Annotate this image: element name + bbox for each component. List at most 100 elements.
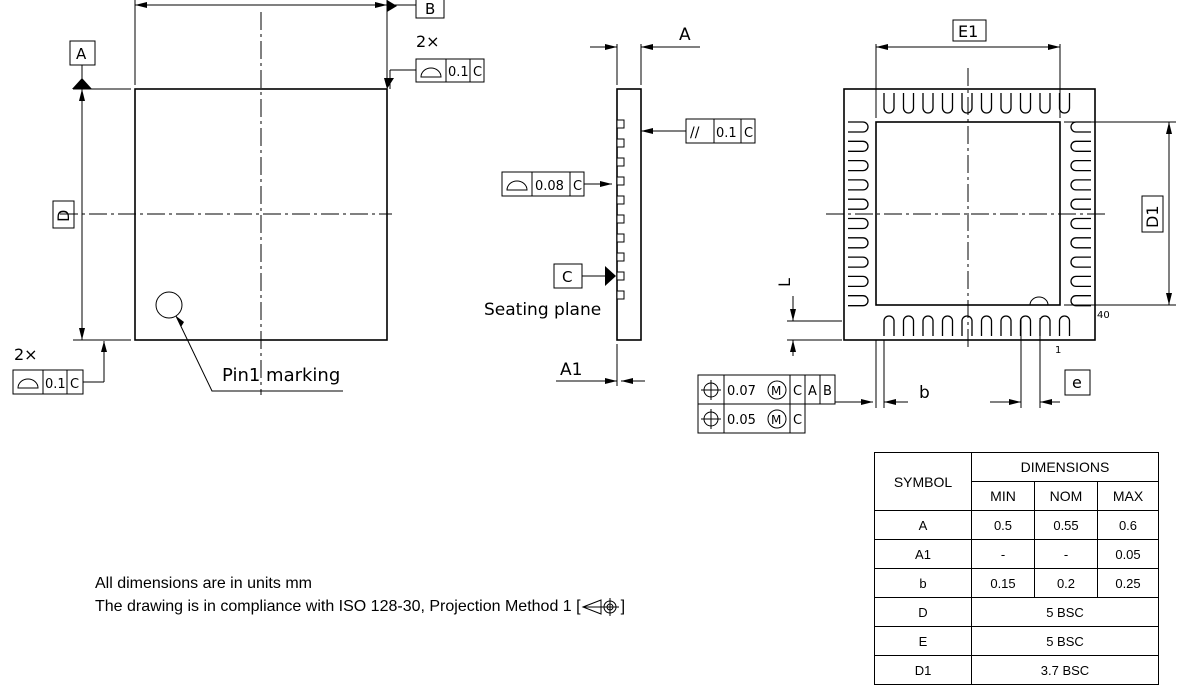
table-row: E 5 BSC [874,626,1159,656]
datum-c-label: C [562,268,572,286]
side-view: A A1 // 0.1 C 0.08 C [484,25,873,434]
table-cell-symbol: A [874,510,972,540]
side-pad [616,195,625,205]
svg-text:C: C [744,126,753,141]
bottom-pad-left [848,295,869,307]
seating-plane-label: Seating plane [484,300,601,320]
svg-text:0.1: 0.1 [716,126,737,141]
bottom-pad-left [848,275,869,288]
dim-a-label: A [679,25,691,45]
side-pad [616,290,625,300]
top-view: Pin1 marking B D A 2× 0.1 [12,0,485,395]
fcf-position-1: 0.07 M C A B [697,374,836,405]
datum-b-label: B [425,0,435,18]
note-iso: The drawing is in compliance with ISO 12… [95,598,625,616]
bottom-pad-top [961,93,973,114]
table-row: D 5 BSC [874,597,1159,627]
bottom-pad-top [902,93,915,114]
fcf-coplanarity: 0.08 C [501,171,585,197]
table-cell-symbol: A1 [874,539,972,569]
table-cell: 0.15 [971,568,1035,598]
svg-text:C: C [473,65,482,80]
bottom-pad-top [1039,93,1051,114]
side-pads [616,119,625,300]
dim-a1-label: A1 [560,360,582,380]
table-cell-symbol: D [874,597,972,627]
table-header-symbol: SYMBOL [874,452,972,511]
table-header-dimensions: DIMENSIONS [971,452,1159,482]
package-body-bottom [843,88,1096,341]
count-2x-top: 2× [416,32,440,51]
pin1-marking-label: Pin1 marking [222,365,340,386]
fcf-position-2: 0.05 M C [697,403,806,434]
bottom-pad-left [848,179,869,191]
table-subheader: MIN [971,481,1035,511]
pin-1-label: 1 [1055,345,1061,356]
table-cell: 0.2 [1034,568,1098,598]
fcf-parallelism: // 0.1 C [685,118,756,144]
bottom-pad-top [1000,93,1012,114]
bottom-pad-bottom [1058,315,1071,336]
bottom-pad-left [848,140,869,152]
side-pad [616,214,625,224]
dim-l-label: L [775,278,794,287]
bottom-pad-right [1070,275,1091,288]
bottom-pad-right [1070,295,1091,307]
dim-d1-label: D1 [1143,206,1162,229]
bottom-pad-top [1019,93,1032,114]
dim-d-label: D [54,210,73,222]
side-pad [616,157,625,167]
table-cell-symbol: E [874,626,972,656]
svg-text:B: B [823,384,832,399]
note-iso-suffix: ] [620,598,626,616]
bottom-pad-right [1070,256,1091,268]
side-pad [616,138,625,148]
table-row: A 0.5 0.55 0.6 [874,510,1159,540]
svg-text:C: C [793,384,802,399]
pin-40-label: 40 [1097,310,1110,321]
side-pad [616,233,625,243]
table-cell: - [1034,539,1098,569]
svg-text:0.1: 0.1 [45,377,66,392]
table-row: A1 - - 0.05 [874,539,1159,569]
table-row: D1 3.7 BSC [874,655,1159,685]
table-cell: 0.55 [1034,510,1098,540]
bottom-pad-right [1070,140,1091,152]
bottom-pad-bottom [980,315,993,336]
bottom-pad-right [1070,159,1091,172]
bottom-pad-bottom [883,315,895,336]
bottom-pad-bottom [1019,315,1032,336]
dim-e-label: e [1072,373,1082,392]
bottom-pad-left [848,121,869,133]
bottom-pad-top [1058,93,1071,114]
table-subheader: NOM [1034,481,1098,511]
bottom-pad-top [922,93,934,114]
table-row: b 0.15 0.2 0.25 [874,568,1159,598]
bottom-pad-bottom [902,315,915,336]
bottom-pad-top [883,93,895,114]
bottom-pad-right [1070,179,1091,191]
dim-b-label: b [919,383,930,403]
bottom-pad-left [848,256,869,268]
bottom-pad-bottom [1039,315,1051,336]
table-cell: 0.6 [1097,510,1159,540]
side-pad [616,119,625,129]
side-pad [616,176,625,186]
bottom-pad-right [1070,237,1091,249]
projection-method-icon [581,598,619,616]
count-2x-bottom: 2× [14,345,38,364]
svg-text:0.05: 0.05 [727,413,756,428]
bottom-pads [848,93,1091,336]
bottom-pad-bottom [922,315,934,336]
side-pad [616,271,625,281]
pin1-marking-circle [155,291,183,319]
table-cell-span: 5 BSC [971,597,1159,627]
bottom-pad-left [848,198,869,210]
table-cell-span: 5 BSC [971,626,1159,656]
svg-text:C: C [573,179,582,194]
note-iso-text: The drawing is in compliance with ISO 12… [95,598,581,616]
svg-text:C: C [793,413,802,428]
bottom-pad-top [941,93,954,114]
svg-text:C: C [70,377,79,392]
